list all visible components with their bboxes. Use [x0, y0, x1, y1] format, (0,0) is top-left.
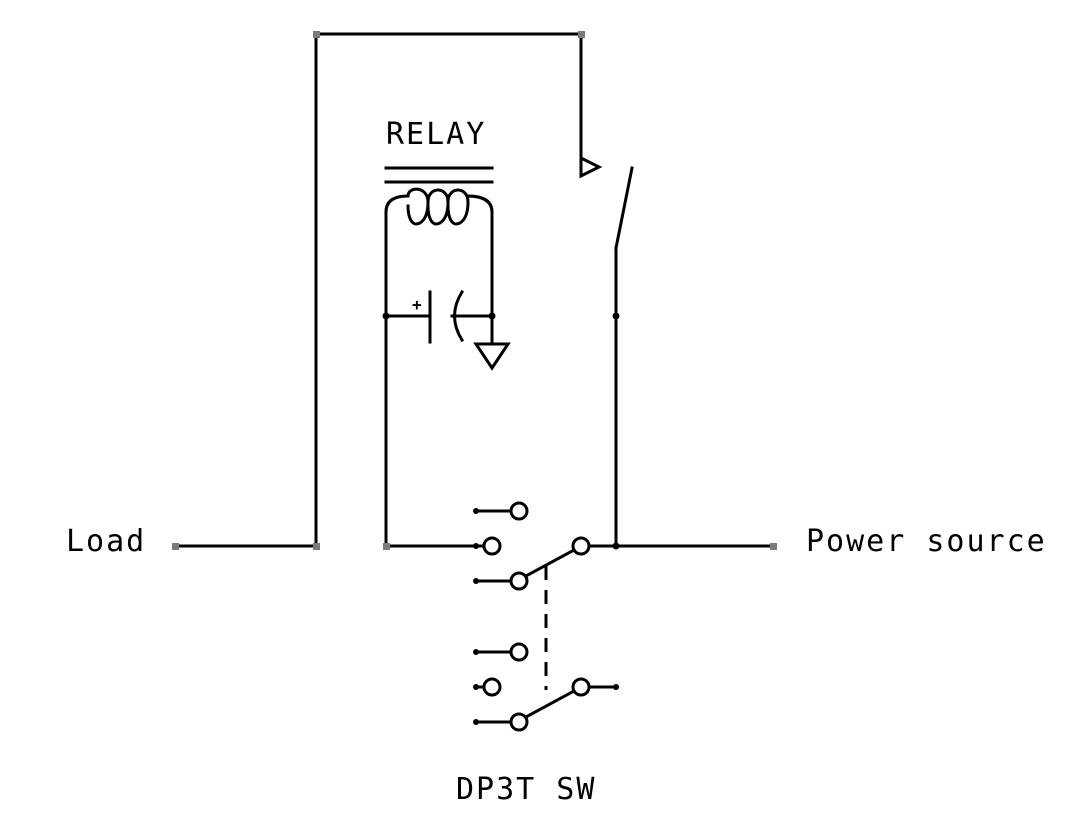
- corner-node: [313, 543, 320, 550]
- switch-contact: [482, 677, 502, 697]
- capacitor: +: [382, 289, 496, 344]
- corner-node: [383, 543, 390, 550]
- load-wire: [172, 31, 585, 550]
- switch-contact: [509, 501, 529, 521]
- relay-coil: [384, 166, 494, 548]
- load-terminal: [172, 543, 179, 550]
- switch-pole-1: [473, 501, 591, 591]
- switch-contact: [482, 536, 502, 556]
- corner-node: [578, 31, 585, 38]
- junction-dot: [612, 312, 620, 320]
- switch-contact: [509, 571, 529, 591]
- relay-label: RELAY: [386, 117, 486, 152]
- ground-symbol: [473, 314, 511, 371]
- power-source-terminal: [770, 543, 777, 550]
- switch-contact: [509, 642, 529, 662]
- junction-dot: [612, 542, 620, 550]
- corner-node: [313, 31, 320, 38]
- switch-label: DP3T SW: [456, 772, 596, 807]
- power-source-label: Power source: [806, 524, 1047, 559]
- load-label: Load: [66, 524, 146, 559]
- relay-contact: [579, 155, 634, 548]
- switch-common-contact: [571, 677, 591, 697]
- capacitor-plus-sign: +: [412, 295, 422, 314]
- switch-pole-2: [473, 642, 619, 732]
- switch-common-contact: [571, 536, 591, 556]
- switch-contact: [509, 712, 529, 732]
- supply-wire: [383, 542, 777, 550]
